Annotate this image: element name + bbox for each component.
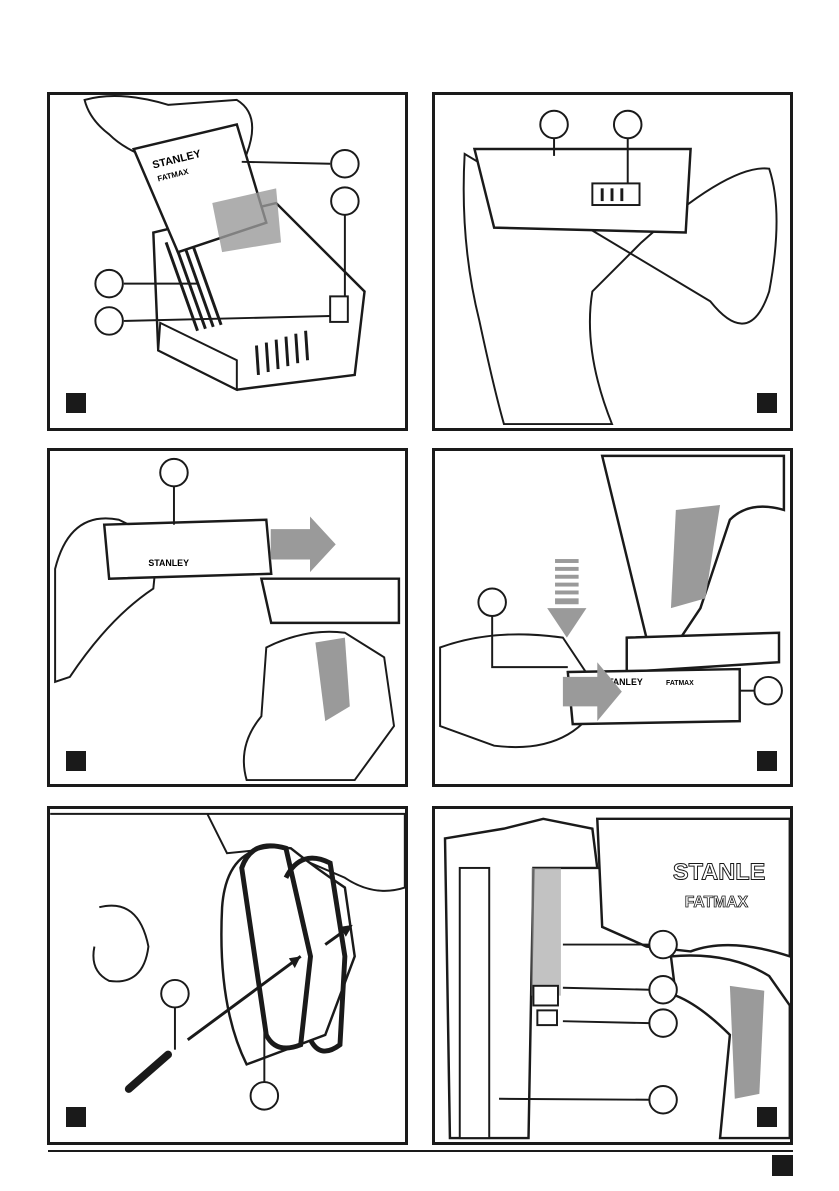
figure-nailer-front-parts: STANLE FATMAX [432,806,793,1145]
figure-belt-hook-install [47,806,408,1145]
figure-battery-insertion: STANLEY FATMAX [432,448,793,787]
figure-battery-removal: STANLEY [47,448,408,787]
figure-number-box [757,1107,777,1127]
footer-rule [48,1150,793,1152]
battery-insertion-illustration: STANLEY FATMAX [435,451,790,784]
figure-battery-fuel-gauge [432,92,793,431]
battery-brand-line2: FATMAX [666,680,694,687]
battery-removal-illustration: STANLEY [50,451,405,784]
figure-battery-charging: STANLEY FATMAX [47,92,408,431]
nailer-illustration: STANLE FATMAX [435,809,790,1142]
battery-brand-line1: STANLEY [148,558,189,568]
tool-brand-line1: STANLE [673,859,766,885]
figure-number-box [66,751,86,771]
tool-brand-line2: FATMAX [685,894,749,911]
fuel-gauge-illustration [435,95,790,428]
page-number-box [772,1155,793,1176]
figure-number-box [757,751,777,771]
figure-number-box [66,393,86,413]
charger-illustration: STANLEY FATMAX [50,95,405,428]
belt-hook-illustration [50,809,405,1142]
figure-number-box [66,1107,86,1127]
figure-number-box [757,393,777,413]
